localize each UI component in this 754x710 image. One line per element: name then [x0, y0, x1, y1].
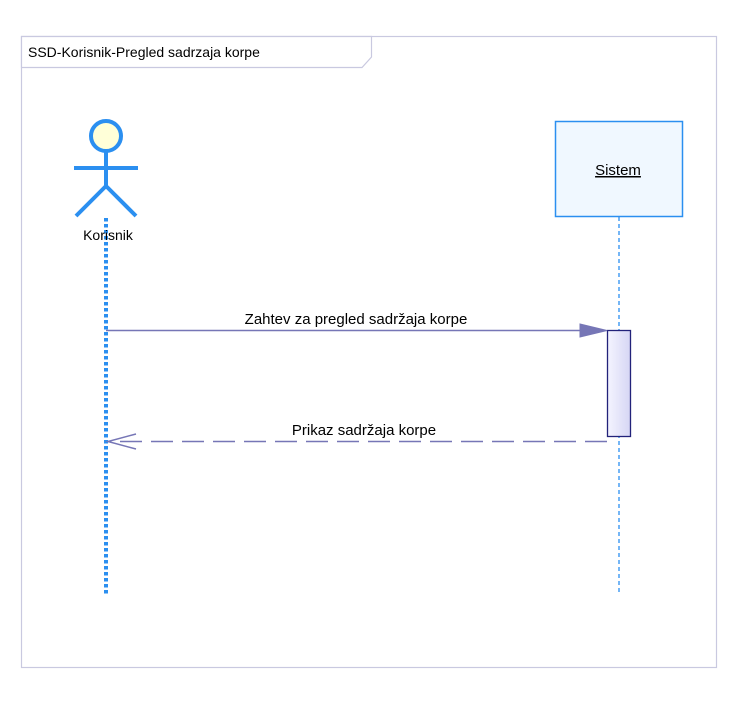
system-box [554, 120, 684, 218]
actor-left-leg [74, 184, 108, 218]
frame-title-tab [20, 35, 373, 69]
request-message-arrowhead [579, 323, 608, 338]
return-message-label: Prikaz sadržaja korpe [292, 422, 436, 439]
request-message-label: Zahtev za pregled sadržaja korpe [245, 311, 468, 328]
return-message-arrowhead [105, 433, 137, 450]
system-activation-bar [606, 329, 632, 438]
actor-head [89, 119, 123, 153]
actor-icon [74, 119, 138, 218]
frame-title: SSD-Korisnik-Pregled sadrzaja korpe [28, 44, 260, 60]
actor-label: Korisnik [83, 227, 134, 243]
system-label: Sistem [595, 162, 641, 179]
actor-right-leg [104, 184, 138, 218]
